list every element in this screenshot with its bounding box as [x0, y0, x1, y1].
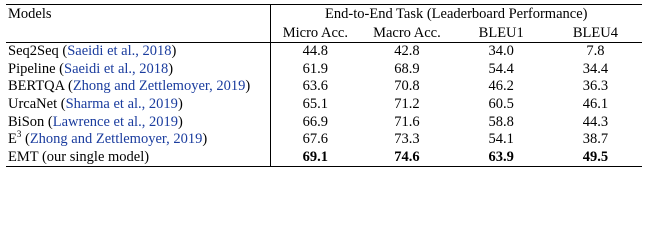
table-row: Pipeline (Saeidi et al., 2018) 61.9 68.9…: [6, 60, 642, 79]
column-header-macro-acc: Macro Acc.: [373, 24, 441, 41]
value-cell: 44.8: [270, 41, 361, 61]
model-cell: EMT (our single model): [6, 148, 271, 168]
value-cell: 46.1: [582, 96, 609, 113]
citation-link[interactable]: Sharma et al., 2019: [65, 96, 178, 113]
results-table: Models End-to-End Task (Leaderboard Perf…: [6, 4, 642, 168]
model-name: Pipeline: [8, 60, 56, 77]
value-cell: 66.9: [302, 113, 329, 130]
citation-link[interactable]: Saeidi et al., 2018: [67, 43, 172, 60]
value-cell: 44.3: [582, 113, 609, 130]
table-row-highlight: EMT (our single model) 69.1 74.6 63.9 49…: [6, 148, 642, 168]
value-cell: 38.7: [582, 131, 609, 148]
model-cell: UrcaNet (Sharma et al., 2019): [6, 95, 271, 114]
model-name-superscript: 3: [16, 129, 22, 140]
value-cell: 73.3: [394, 131, 420, 148]
model-name: EMT (our single model): [8, 148, 150, 165]
value-cell: 71.2: [394, 96, 420, 113]
citation-link[interactable]: Lawrence et al., 2019: [52, 113, 178, 130]
table-column-header-row: Micro Acc. Macro Acc. BLEU1 BLEU4: [6, 24, 642, 43]
value-cell: 65.1: [302, 96, 329, 113]
table-row: UrcaNet (Sharma et al., 2019) 65.1 71.2 …: [6, 95, 642, 114]
citation-link[interactable]: Zhong and Zettlemoyer, 2019: [72, 78, 246, 95]
value-cell: 54.1: [488, 131, 514, 148]
group-header: End-to-End Task (Leaderboard Performance…: [270, 4, 642, 24]
results-table-container: Models End-to-End Task (Leaderboard Perf…: [6, 4, 642, 168]
value-cell: 34.4: [582, 60, 609, 77]
value-cell: 71.6: [394, 113, 420, 130]
citation-link[interactable]: Zhong and Zettlemoyer, 2019: [29, 131, 203, 148]
value-cell: 58.8: [488, 113, 514, 130]
value-cell: 7.8: [548, 41, 642, 61]
table-row: BiSon (Lawrence et al., 2019) 66.9 71.6 …: [6, 113, 642, 131]
best-value-cell: 49.5: [548, 148, 642, 168]
best-value-cell: 74.6: [360, 148, 454, 168]
best-value-cell: 69.1: [270, 148, 361, 168]
citation-link[interactable]: Saeidi et al., 2018: [64, 60, 169, 77]
model-name: Seq2Seq: [8, 43, 59, 60]
value-cell: 61.9: [302, 60, 329, 77]
model-cell: E3 (Zhong and Zettlemoyer, 2019): [6, 129, 271, 149]
best-value-cell: 63.9: [453, 148, 549, 168]
model-cell: Seq2Seq (Saeidi et al., 2018): [6, 41, 271, 61]
models-header: Models: [6, 4, 271, 43]
value-cell: 68.9: [394, 60, 420, 77]
model-name: BERTQA: [8, 78, 65, 95]
value-cell: 67.6: [302, 131, 329, 148]
value-cell: 63.6: [302, 78, 329, 95]
table-row: BERTQA (Zhong and Zettlemoyer, 2019) 63.…: [6, 78, 642, 96]
model-cell: Pipeline (Saeidi et al., 2018): [6, 60, 271, 79]
value-cell: 34.0: [453, 41, 549, 61]
model-name: UrcaNet: [8, 96, 58, 113]
table-group-header-row: Models End-to-End Task (Leaderboard Perf…: [6, 4, 642, 43]
column-header-micro-acc: Micro Acc.: [282, 24, 348, 41]
value-cell: 60.5: [488, 96, 514, 113]
table-row: E3 (Zhong and Zettlemoyer, 2019) 67.6 73…: [6, 129, 642, 149]
table-row: Seq2Seq (Saeidi et al., 2018) 44.8 42.8 …: [6, 41, 642, 61]
model-cell: BERTQA (Zhong and Zettlemoyer, 2019): [6, 78, 271, 96]
value-cell: 42.8: [360, 41, 454, 61]
model-name: BiSon: [8, 113, 45, 130]
column-header-bleu1: BLEU1: [478, 24, 524, 41]
value-cell: 54.4: [488, 60, 514, 77]
column-header-bleu4: BLEU4: [572, 24, 618, 41]
value-cell: 36.3: [582, 78, 609, 95]
model-name: E: [8, 131, 17, 148]
model-cell: BiSon (Lawrence et al., 2019): [6, 113, 271, 131]
value-cell: 70.8: [394, 78, 420, 95]
value-cell: 46.2: [488, 78, 514, 95]
